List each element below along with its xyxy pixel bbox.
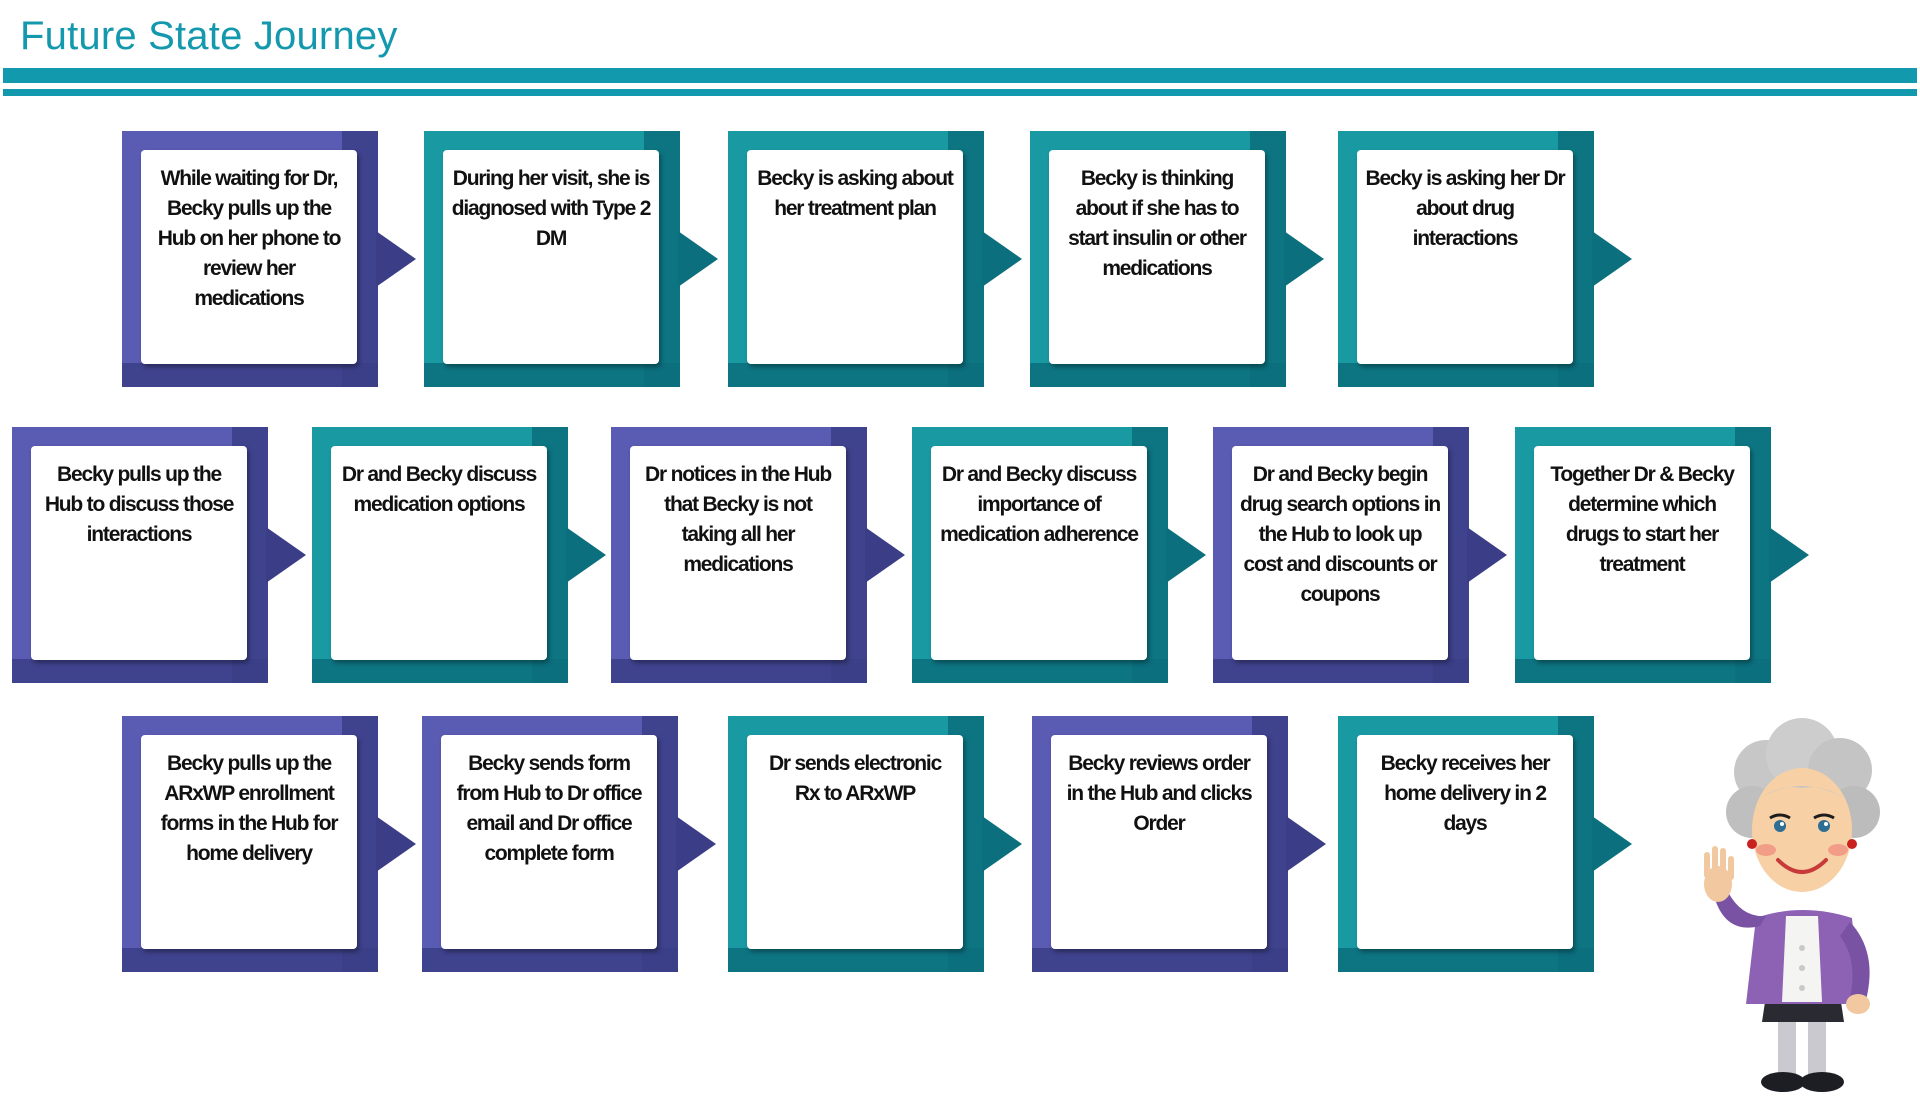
step-10: Dr and Becky begin drug search options i… bbox=[1213, 427, 1507, 683]
step-card: Becky is thinking about if she has to st… bbox=[1049, 150, 1265, 364]
step-text: Becky is asking her Dr about drug intera… bbox=[1365, 167, 1566, 250]
step-16: Becky receives her home delivery in 2 da… bbox=[1338, 716, 1632, 972]
blouse bbox=[1782, 916, 1822, 1002]
step-2: During her visit, she is diagnosed with … bbox=[424, 131, 718, 387]
step-text: Becky is asking about her treatment plan bbox=[757, 167, 954, 220]
step-text: Becky sends form from Hub to Dr office e… bbox=[456, 752, 643, 865]
eyes bbox=[1774, 820, 1786, 832]
step-7: Dr and Becky discuss medication options bbox=[312, 427, 606, 683]
step-card: Together Dr & Becky determine which drug… bbox=[1534, 446, 1750, 660]
step-text: Dr and Becky begin drug search options i… bbox=[1240, 463, 1441, 606]
step-card: Dr and Becky discuss importance of medic… bbox=[931, 446, 1147, 660]
step-text: Becky reviews order in the Hub and click… bbox=[1066, 752, 1253, 835]
becky-character-illustration bbox=[1704, 718, 1880, 1092]
step-3: Becky is asking about her treatment plan bbox=[728, 131, 1022, 387]
step-card: Becky receives her home delivery in 2 da… bbox=[1357, 735, 1573, 949]
step-9: Dr and Becky discuss importance of medic… bbox=[912, 427, 1206, 683]
step-card: Dr sends electronic Rx to ARxWP bbox=[747, 735, 963, 949]
waving-hand bbox=[1704, 846, 1734, 902]
smile bbox=[1776, 858, 1828, 874]
step-4: Becky is thinking about if she has to st… bbox=[1030, 131, 1324, 387]
step-6: Becky pulls up the Hub to discuss those … bbox=[12, 427, 306, 683]
step-card: While waiting for Dr, Becky pulls up the… bbox=[141, 150, 357, 364]
step-text: During her visit, she is diagnosed with … bbox=[451, 167, 652, 250]
step-text: Becky pulls up the ARxWP enrollment form… bbox=[160, 752, 339, 865]
step-card: During her visit, she is diagnosed with … bbox=[443, 150, 659, 364]
step-14: Dr sends electronic Rx to ARxWP bbox=[728, 716, 1022, 972]
step-12: Becky pulls up the ARxWP enrollment form… bbox=[122, 716, 416, 972]
step-8: Dr notices in the Hub that Becky is not … bbox=[611, 427, 905, 683]
step-11: Together Dr & Becky determine which drug… bbox=[1515, 427, 1809, 683]
page-title: Future State Journey bbox=[20, 14, 398, 58]
hair bbox=[1726, 718, 1880, 838]
step-text: Becky is thinking about if she has to st… bbox=[1068, 167, 1247, 280]
step-card: Becky reviews order in the Hub and click… bbox=[1051, 735, 1267, 949]
step-text: While waiting for Dr, Becky pulls up the… bbox=[157, 167, 342, 310]
step-text: Dr notices in the Hub that Becky is not … bbox=[645, 463, 832, 576]
earrings bbox=[1747, 839, 1757, 849]
title-rule-thin bbox=[3, 89, 1917, 96]
step-text: Together Dr & Becky determine which drug… bbox=[1550, 463, 1735, 576]
step-text: Becky pulls up the Hub to discuss those … bbox=[44, 463, 235, 546]
step-text: Dr and Becky discuss importance of medic… bbox=[940, 463, 1139, 546]
step-text: Dr sends electronic Rx to ARxWP bbox=[768, 752, 942, 805]
step-card: Becky is asking her Dr about drug intera… bbox=[1357, 150, 1573, 364]
step-5: Becky is asking her Dr about drug intera… bbox=[1338, 131, 1632, 387]
step-1: While waiting for Dr, Becky pulls up the… bbox=[122, 131, 416, 387]
step-text: Becky receives her home delivery in 2 da… bbox=[1380, 752, 1551, 835]
step-card: Dr and Becky begin drug search options i… bbox=[1232, 446, 1448, 660]
step-card: Becky sends form from Hub to Dr office e… bbox=[441, 735, 657, 949]
step-card: Dr and Becky discuss medication options bbox=[331, 446, 547, 660]
step-card: Dr notices in the Hub that Becky is not … bbox=[630, 446, 846, 660]
left-arm bbox=[1716, 892, 1766, 928]
legs bbox=[1761, 1012, 1844, 1092]
step-15: Becky reviews order in the Hub and click… bbox=[1032, 716, 1326, 972]
step-card: Becky pulls up the ARxWP enrollment form… bbox=[141, 735, 357, 949]
title-rule-thick bbox=[3, 68, 1917, 83]
step-card: Becky pulls up the Hub to discuss those … bbox=[31, 446, 247, 660]
step-card: Becky is asking about her treatment plan bbox=[747, 150, 963, 364]
right-arm bbox=[1840, 922, 1870, 1000]
step-13: Becky sends form from Hub to Dr office e… bbox=[422, 716, 716, 972]
step-text: Dr and Becky discuss medication options bbox=[341, 463, 537, 516]
